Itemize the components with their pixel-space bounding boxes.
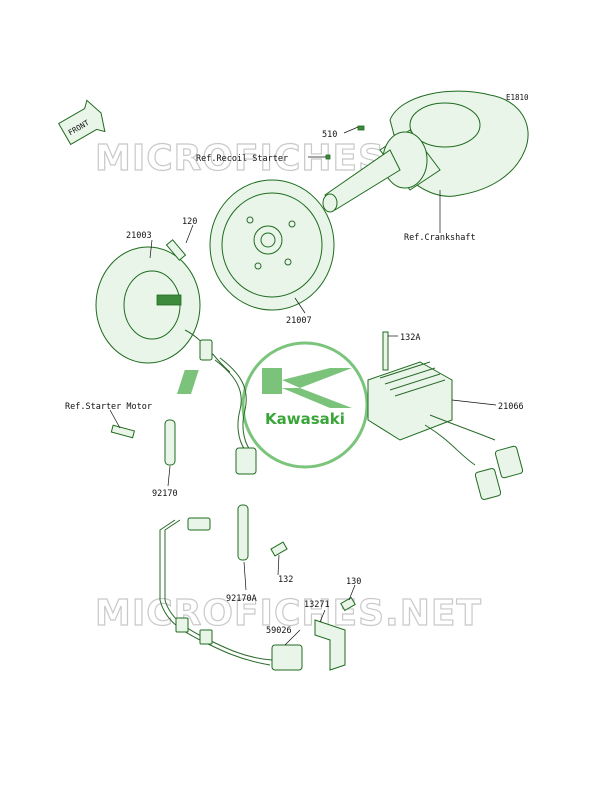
label-132: 132 (278, 575, 293, 585)
label-92170a: 92170A (226, 594, 257, 604)
label-92170: 92170 (152, 489, 178, 499)
label-ref-recoil-starter: Ref.Recoil Starter (196, 154, 288, 164)
regulator-part (367, 361, 524, 500)
label-510: 510 (322, 130, 337, 140)
bracket-13271-part (314, 619, 346, 671)
bolt-starter-part (110, 424, 136, 439)
logo-wordmark: Kawasaki (265, 410, 345, 428)
bolt-120-part (165, 239, 187, 261)
label-13271: 13271 (304, 600, 330, 610)
diagram-code: E1810 (506, 93, 529, 102)
crankshaft-part (322, 90, 529, 213)
flywheel-rotor-part (209, 179, 335, 311)
leader-lines (109, 126, 497, 646)
bolt-130-part (340, 596, 356, 612)
pickup-coil-harness-part (159, 517, 273, 666)
front-arrow-icon: FRONT (57, 99, 106, 146)
stator-part (95, 246, 231, 373)
label-ref-starter-motor: Ref.Starter Motor (65, 402, 152, 412)
label-120: 120 (182, 217, 197, 227)
label-59026: 59026 (266, 626, 292, 636)
label-132a: 132A (400, 333, 420, 343)
label-ref-crankshaft: Ref.Crankshaft (404, 233, 476, 243)
key-part (357, 125, 365, 131)
bolt-132a-part (382, 331, 389, 371)
band-92170a-part (237, 504, 249, 561)
stator-harness-part (214, 357, 257, 475)
recoil-pin-part (325, 154, 331, 160)
kawasaki-logo: Kawasaki (176, 341, 369, 469)
label-130: 130 (346, 577, 361, 587)
watermark-bottom: MICROFICHES.NET (95, 593, 482, 634)
bolt-132-part (270, 541, 288, 557)
label-21066: 21066 (498, 402, 524, 412)
pickup-coil-part (271, 644, 303, 671)
label-21003: 21003 (126, 231, 152, 241)
band-92170-part (164, 419, 176, 466)
label-21007: 21007 (286, 316, 312, 326)
